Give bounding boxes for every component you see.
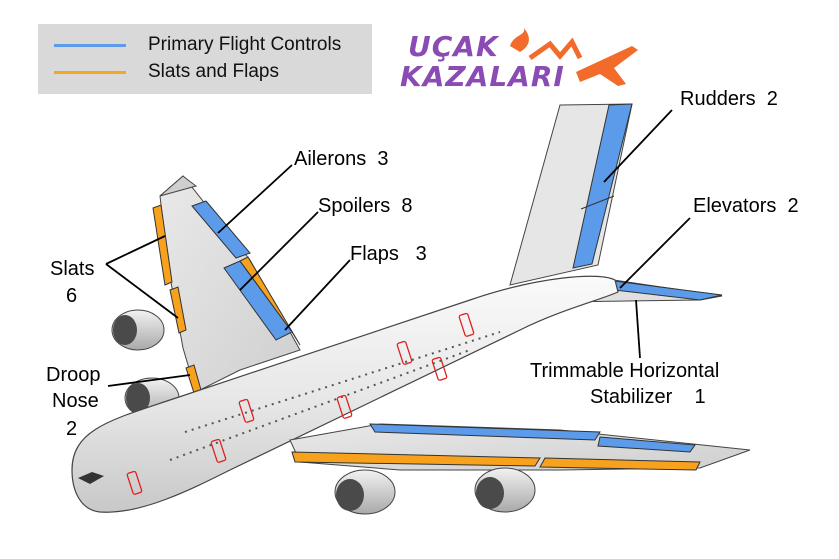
label-ths-line1: Trimmable Horizontal [530, 360, 720, 382]
label-droop-nose-count: 2 [66, 418, 78, 440]
brand-logo: UÇAK KAZALARI [400, 28, 640, 94]
label-droop: Droop [46, 364, 101, 386]
slat-surface [291, 451, 541, 467]
legend-swatch-orange [54, 70, 126, 74]
label-flaps: Flaps 3 [350, 243, 427, 265]
right-engines [334, 467, 536, 515]
label-spoilers: Spoilers 8 [318, 195, 413, 217]
slat-surface [539, 457, 701, 471]
legend-item-primary: Primary Flight Controls [54, 34, 341, 56]
vertical-tail [509, 103, 633, 286]
left-wing [152, 175, 301, 394]
legend-item-high-lift: Slats and Flaps [54, 61, 279, 83]
label-ailerons: Ailerons 3 [294, 148, 389, 170]
right-wing [289, 423, 751, 471]
brand-line-2: KAZALARI [400, 60, 565, 93]
flap-surface [239, 256, 301, 346]
label-rudders: Rudders 2 [680, 88, 778, 110]
label-slats: Slats [50, 258, 95, 280]
label-slats-count: 6 [66, 285, 78, 307]
slat-surface [152, 204, 173, 286]
legend: Primary Flight Controls Slats and Flaps [38, 24, 372, 94]
spoiler-surface [369, 423, 601, 441]
flame-plane-icon [510, 28, 638, 86]
cabin-doors [126, 312, 475, 495]
slat-surface [169, 286, 187, 334]
label-ths-line2: Stabilizer 1 [590, 386, 706, 408]
aileron-surface [597, 436, 696, 453]
legend-swatch-blue [54, 43, 126, 47]
brand-line-1: UÇAK [408, 30, 499, 63]
leader-lines [105, 109, 691, 387]
label-elevators: Elevators 2 [693, 195, 799, 217]
fuselage [71, 275, 619, 513]
rudder-surface [572, 103, 633, 269]
label-nose: Nose [52, 390, 99, 412]
